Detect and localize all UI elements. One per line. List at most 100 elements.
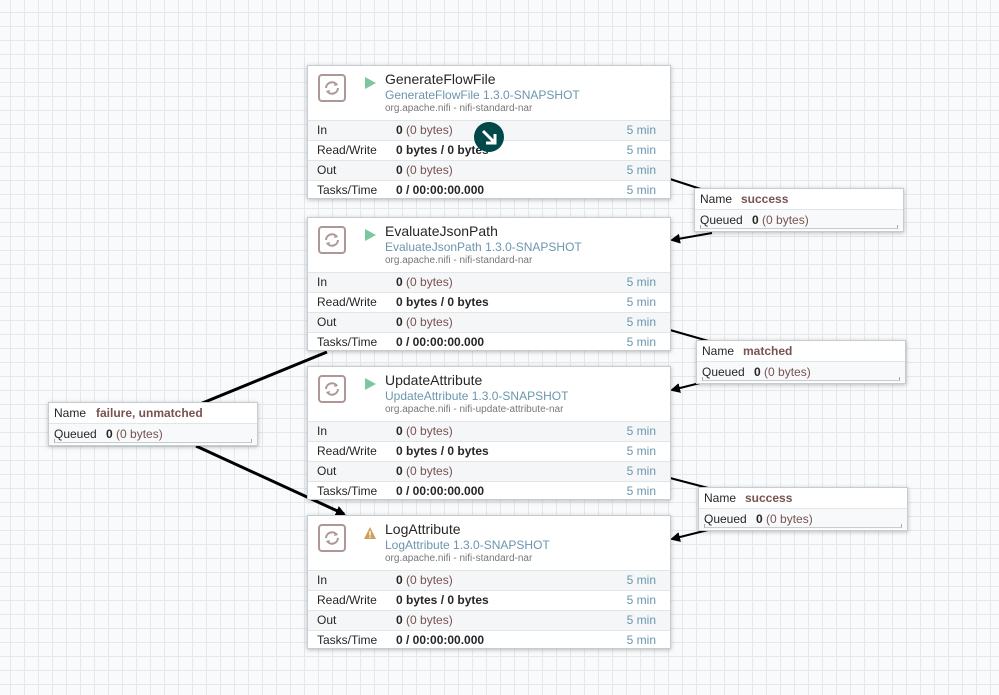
stat-value: 0 / 00:00:00.000 [396,484,485,498]
processor-bundle: org.apache.nifi - nifi-standard-nar [385,553,533,564]
connection-name-key: Name [700,192,733,206]
queue-progress [702,377,900,381]
stat-label: Tasks/Time [317,335,378,349]
stat-label: Tasks/Time [317,633,378,647]
queue-progress [700,225,898,229]
processor-name: UpdateAttribute [385,372,483,388]
queue-progress [704,524,902,528]
processor-bundle: org.apache.nifi - nifi-standard-nar [385,103,533,114]
processor-stats: In 0 (0 bytes) 5 min Read/Write 0 bytes … [308,570,670,650]
processor-logattribute[interactable]: LogAttribute LogAttribute 1.3.0-SNAPSHOT… [307,515,671,649]
stat-time: 5 min [626,424,656,438]
stat-time: 5 min [626,163,656,177]
stat-size: (0 bytes) [406,275,453,289]
connection-queued-key: Queued [54,427,97,441]
stat-time: 5 min [626,464,656,478]
processor-name: LogAttribute [385,521,461,537]
processor-bundle: org.apache.nifi - nifi-standard-nar [385,255,533,266]
stat-time: 5 min [626,335,656,349]
play-icon [365,378,376,390]
queued-size: (0 bytes) [764,365,811,379]
processor-evaluatejsonpath[interactable]: EvaluateJsonPath EvaluateJsonPath 1.3.0-… [307,217,671,351]
processor-icon [318,74,346,102]
stat-label: In [317,573,328,587]
processor-type: UpdateAttribute 1.3.0-SNAPSHOT [385,389,569,403]
stat-count: 0 [396,613,403,627]
play-icon [365,229,376,241]
processor-updateattribute[interactable]: UpdateAttribute UpdateAttribute 1.3.0-SN… [307,366,671,500]
stat-time: 5 min [626,143,656,157]
stat-size: (0 bytes) [406,315,453,329]
stat-time: 5 min [626,613,656,627]
connection-label-success-1[interactable]: Name success Queued 0 (0 bytes) [694,188,904,232]
stat-label: Tasks/Time [317,183,378,197]
processor-icon [318,375,346,403]
processor-type: GenerateFlowFile 1.3.0-SNAPSHOT [385,88,580,102]
queued-size: (0 bytes) [116,427,163,441]
stat-value: 0 bytes / 0 bytes [396,295,489,309]
stat-size: (0 bytes) [406,123,453,137]
connection-queued-key: Queued [700,213,743,227]
stat-count: 0 [396,424,403,438]
stat-value: 0 (0 bytes) [396,613,453,627]
stat-time: 5 min [626,573,656,587]
stat-value: 0 bytes / 0 bytes [396,593,489,607]
stat-row-tasks: Tasks/Time 0 / 00:00:00.000 5 min [308,630,670,650]
stat-size: (0 bytes) [406,613,453,627]
stat-value: 0 bytes / 0 bytes [396,143,489,157]
connection-line-failure[interactable] [199,350,328,406]
stat-count: 0 [396,573,403,587]
stat-time: 5 min [626,275,656,289]
stat-value: 0 / 00:00:00.000 [396,335,485,349]
stat-row-readwrite: Read/Write 0 bytes / 0 bytes 5 min [308,590,670,610]
connection-line-success-1-in[interactable] [670,232,713,244]
play-icon [365,77,376,89]
processor-icon [318,524,346,552]
processor-generateflowfile[interactable]: GenerateFlowFile GenerateFlowFile 1.3.0-… [307,65,671,199]
connection-name-key: Name [702,344,735,358]
queued-count: 0 [754,365,761,379]
connection-label-success-2[interactable]: Name success Queued 0 (0 bytes) [698,487,908,531]
processor-icon [318,226,346,254]
stat-value: 0 (0 bytes) [396,573,453,587]
queued-count: 0 [756,512,763,526]
stat-label: Tasks/Time [317,484,378,498]
stat-value: 0 (0 bytes) [396,315,453,329]
stat-row-readwrite: Read/Write 0 bytes / 0 bytes 5 min [308,441,670,461]
drop-arrow-icon[interactable] [474,122,504,152]
stat-label: Read/Write [317,143,377,157]
stat-label: In [317,424,328,438]
stat-label: Read/Write [317,444,377,458]
connection-name: failure, unmatched [96,406,203,420]
connection-label-failure-unmatched[interactable]: Name failure, unmatched Queued 0 (0 byte… [48,402,258,446]
stat-size: (0 bytes) [406,464,453,478]
stat-value: 0 / 00:00:00.000 [396,633,485,647]
stat-row-tasks: Tasks/Time 0 / 00:00:00.000 5 min [308,481,670,501]
stat-time: 5 min [626,183,656,197]
stat-label: In [317,123,328,137]
queue-progress [54,439,252,443]
connection-queued: 0 (0 bytes) [756,512,813,526]
stat-value: 0 (0 bytes) [396,123,453,137]
connection-line-failure-in[interactable] [195,444,346,516]
stat-label: Out [317,464,337,478]
stat-value: 0 (0 bytes) [396,275,453,289]
stat-time: 5 min [626,633,656,647]
queued-count: 0 [752,213,759,227]
warning-icon[interactable] [363,526,377,540]
stat-count: 0 [396,275,403,289]
connection-label-matched[interactable]: Name matched Queued 0 (0 bytes) [696,340,906,384]
stat-time: 5 min [626,593,656,607]
processor-type: LogAttribute 1.3.0-SNAPSHOT [385,538,550,552]
stat-time: 5 min [626,315,656,329]
stat-row-in: In 0 (0 bytes) 5 min [308,272,670,292]
connection-queued: 0 (0 bytes) [754,365,811,379]
stat-time: 5 min [626,444,656,458]
stat-value: 0 (0 bytes) [396,424,453,438]
stat-value: 0 / 00:00:00.000 [396,183,485,197]
stat-label: Read/Write [317,295,377,309]
processor-name: GenerateFlowFile [385,71,496,87]
connection-name-key: Name [54,406,87,420]
stat-row-out: Out 0 (0 bytes) 5 min [308,160,670,180]
